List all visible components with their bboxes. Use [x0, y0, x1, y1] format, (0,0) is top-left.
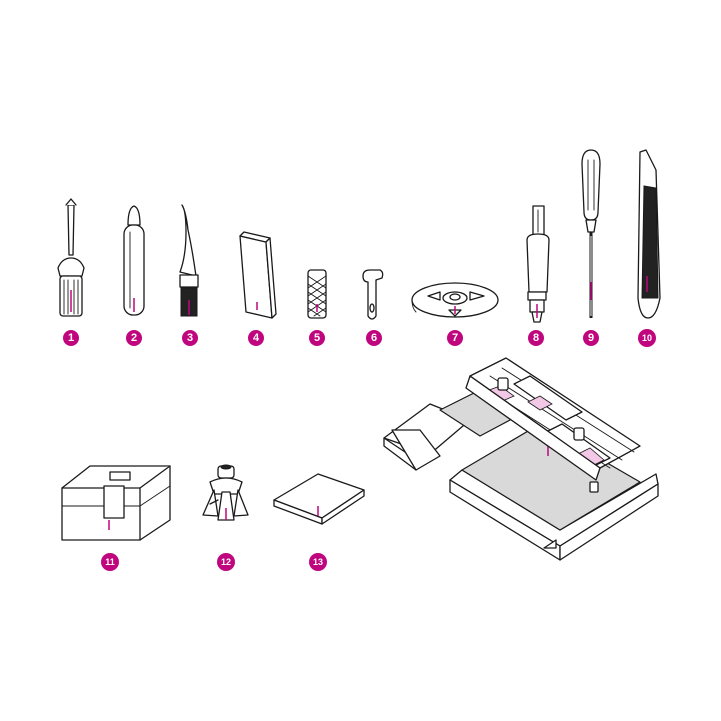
- badge-5: 5: [309, 330, 325, 346]
- extension-table-icon: [383, 357, 659, 561]
- badge-7-label: 7: [452, 332, 458, 344]
- badge-8: 8: [528, 330, 544, 346]
- badge-9: 9: [583, 330, 599, 346]
- badge-6-label: 6: [371, 332, 377, 344]
- spool-holder-icon: [202, 464, 249, 521]
- badge-6: 6: [366, 330, 382, 346]
- badge-12: 12: [217, 553, 235, 571]
- seam-ripper-cap-icon: [123, 205, 145, 316]
- badge-2-label: 2: [131, 332, 137, 344]
- screwdriver-icon: [581, 149, 601, 318]
- badge-13: 13: [309, 553, 327, 571]
- badge-11-label: 11: [105, 557, 115, 567]
- badge-11: 11: [101, 553, 119, 571]
- badge-4-label: 4: [253, 332, 260, 344]
- screwdriver-brush-icon: [57, 198, 85, 317]
- badge-2: 2: [126, 330, 142, 346]
- badge-12-label: 12: [221, 557, 231, 567]
- badge-10: 10: [638, 329, 656, 347]
- badge-7: 7: [447, 330, 463, 346]
- badge-8-label: 8: [533, 332, 539, 344]
- badge-10-label: 10: [642, 333, 652, 343]
- badge-5-label: 5: [314, 332, 320, 344]
- part-badges: 1 2 3 4 5 6 7 8 9 10 11 12 13: [63, 329, 656, 571]
- seam-ripper-icon: [526, 205, 550, 323]
- badge-1: 1: [63, 330, 79, 346]
- badge-13-label: 13: [313, 557, 323, 567]
- felt-pad-icon: [239, 231, 277, 319]
- badge-9-label: 9: [588, 332, 594, 344]
- accessory-box-icon: [61, 465, 171, 541]
- badge-4: 4: [248, 330, 264, 346]
- mesh-net-icon: [307, 269, 327, 319]
- badge-3-label: 3: [187, 332, 193, 344]
- badge-1-label: 1: [68, 332, 74, 344]
- hook-tool-icon: [362, 269, 384, 320]
- tweezers-icon: [637, 149, 661, 319]
- spool-disc-icon: [411, 282, 499, 318]
- manual-booklet-icon: [273, 473, 365, 525]
- badge-3: 3: [182, 330, 198, 346]
- lint-brush-icon: [179, 204, 199, 317]
